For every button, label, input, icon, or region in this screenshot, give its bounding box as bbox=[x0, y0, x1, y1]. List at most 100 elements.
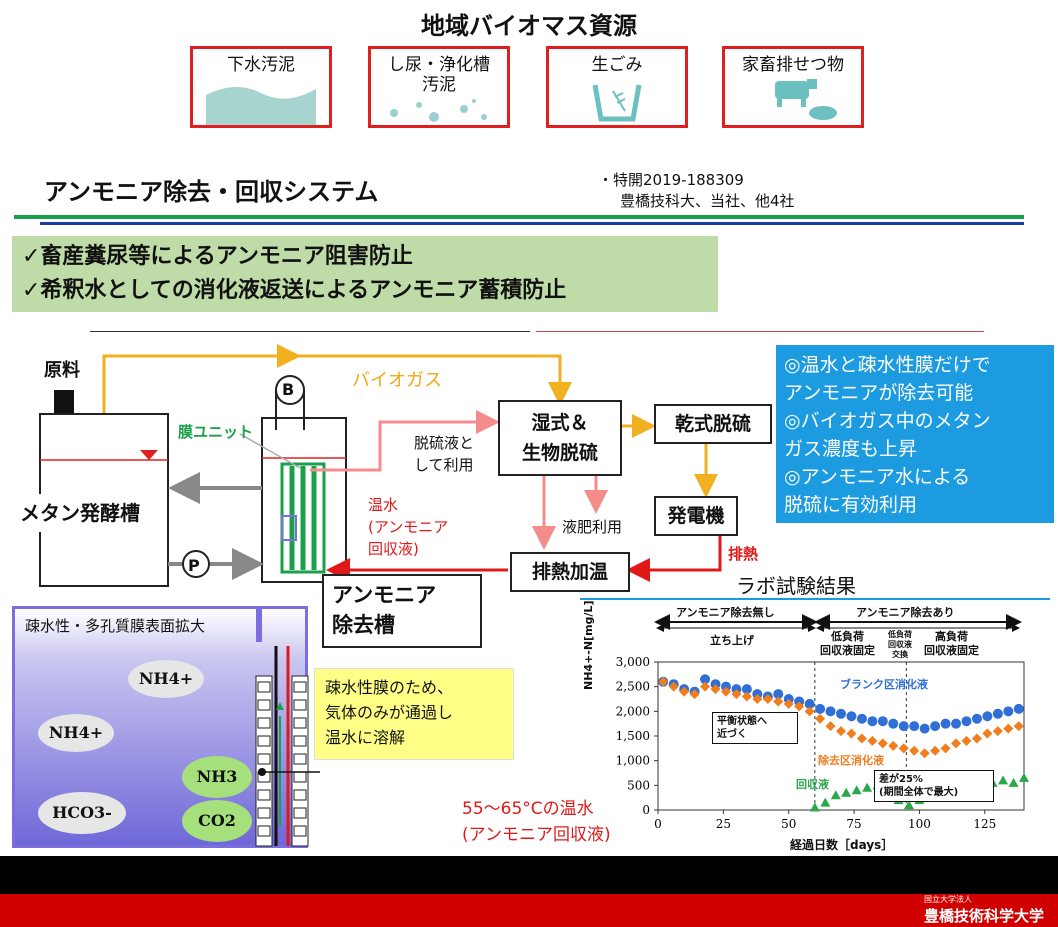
benefits-box: ✓畜産糞尿等によるアンモニア阻害防止 ✓希釈水としての消化液返送によるアンモニア… bbox=[12, 236, 718, 312]
y-tick-label: 3,000 bbox=[616, 655, 650, 669]
x-tick-label: 100 bbox=[908, 817, 931, 831]
legend-blank: ブランク区消化液 bbox=[840, 678, 928, 691]
membrane-unit-label: 膜ユニット bbox=[178, 423, 254, 441]
fertilizer-label: 液肥利用 bbox=[562, 518, 623, 536]
data-point bbox=[836, 726, 846, 737]
source-label: し尿・浄化槽 汚泥 bbox=[388, 55, 490, 95]
gas-bubble: CO2 bbox=[182, 800, 252, 842]
data-point bbox=[1013, 703, 1024, 714]
data-point bbox=[710, 684, 721, 695]
phase-high-load: 高負荷 回収液固定 bbox=[924, 630, 979, 657]
data-point bbox=[804, 698, 815, 709]
data-point bbox=[752, 694, 763, 704]
data-point bbox=[998, 775, 1009, 785]
data-point bbox=[809, 802, 820, 812]
data-point bbox=[877, 716, 888, 727]
sludge-icon bbox=[206, 86, 316, 125]
x-tick-label: 75 bbox=[846, 817, 861, 831]
annotation-difference: 差が25% (期間全体で最大) bbox=[874, 770, 994, 802]
lab-title: ラボ試験結果 bbox=[736, 574, 856, 598]
y-tick-label: 0 bbox=[642, 803, 650, 817]
legend-removal: 除去区消化液 bbox=[818, 754, 884, 767]
data-point bbox=[679, 686, 690, 697]
data-point bbox=[971, 713, 982, 724]
source-night-soil: し尿・浄化槽 汚泥 bbox=[368, 46, 510, 128]
data-point bbox=[841, 787, 852, 797]
zoom-connector bbox=[256, 606, 262, 642]
water-level-icon bbox=[140, 450, 158, 460]
dry-desulfurization-box: 乾式脱硫 bbox=[654, 404, 772, 444]
system-title: アンモニア除去・回収システム bbox=[44, 178, 379, 206]
data-point bbox=[971, 733, 982, 744]
university-small: 国立大学法人 bbox=[923, 895, 972, 904]
data-point bbox=[658, 676, 669, 687]
data-point bbox=[773, 696, 784, 707]
data-point bbox=[940, 743, 951, 754]
divider bbox=[536, 331, 984, 332]
data-point bbox=[851, 785, 862, 795]
data-point bbox=[961, 735, 972, 746]
data-point bbox=[1008, 777, 1019, 787]
data-point bbox=[836, 708, 846, 719]
patent-info: ・特開2019-188309 豊橋技科大、当社、他4社 bbox=[598, 170, 795, 212]
patent-holders: 豊橋技科大、当社、他4社 bbox=[620, 192, 795, 210]
source-label: 下水汚泥 bbox=[227, 55, 295, 75]
process-flow-diagram bbox=[39, 344, 722, 587]
annotation-equilibrium: 平衡状態へ 近づく bbox=[712, 712, 798, 744]
data-point bbox=[825, 706, 836, 717]
y-tick-label: 1,500 bbox=[616, 729, 650, 743]
x-tick-label: 125 bbox=[973, 817, 996, 831]
ion-bubble: NH4+ bbox=[128, 660, 204, 698]
data-point bbox=[1003, 723, 1014, 734]
divider bbox=[580, 598, 1050, 600]
data-point bbox=[982, 728, 993, 739]
data-point bbox=[1003, 706, 1014, 717]
divider bbox=[14, 215, 1024, 219]
data-point bbox=[773, 689, 784, 700]
data-point bbox=[919, 748, 930, 759]
data-point bbox=[951, 718, 962, 729]
data-point bbox=[992, 708, 1003, 719]
feed-label: 原料 bbox=[44, 360, 80, 381]
university-name: 豊橋技術科学大学 bbox=[923, 907, 1044, 925]
data-point bbox=[794, 701, 805, 712]
desulf-use-label: 脱硫液と して利用 bbox=[414, 434, 475, 474]
data-point bbox=[689, 689, 700, 700]
data-point bbox=[741, 691, 752, 702]
data-point bbox=[700, 681, 711, 692]
data-point bbox=[930, 745, 941, 756]
data-point bbox=[762, 694, 773, 704]
data-point bbox=[903, 800, 914, 810]
methane-tank-label: メタン発酵槽 bbox=[6, 494, 164, 532]
data-point bbox=[867, 735, 878, 746]
generator-box: 発電機 bbox=[654, 496, 738, 536]
data-point bbox=[982, 711, 993, 722]
phase-low-load: 低負荷 回収液固定 bbox=[820, 630, 875, 657]
benefit-item: ✓畜産糞尿等によるアンモニア阻害防止 bbox=[22, 244, 413, 269]
y-tick-label: 500 bbox=[627, 778, 650, 792]
biogas-label: バイオガス bbox=[352, 370, 442, 391]
data-point bbox=[741, 684, 752, 695]
legend-recovery: 回収液 bbox=[796, 778, 829, 791]
divider bbox=[40, 222, 1024, 225]
footer-bar bbox=[0, 894, 1058, 927]
wet-desulfurization-box: 湿式＆ 生物脱硫 bbox=[498, 400, 622, 476]
data-point bbox=[862, 782, 873, 792]
x-tick-label: 0 bbox=[654, 817, 662, 831]
y-tick-label: 1,000 bbox=[616, 754, 650, 768]
hot-water-label: 55〜65°Cの温水 (アンモニア回収液) bbox=[462, 799, 611, 845]
data-point bbox=[700, 674, 711, 685]
x-tick-label: 50 bbox=[781, 817, 796, 831]
membrane-tubes bbox=[255, 646, 320, 847]
university-logo: 国立大学法人 豊橋技術科学大学 bbox=[924, 894, 1044, 926]
data-point bbox=[919, 723, 930, 734]
data-point bbox=[951, 738, 962, 749]
ion-bubble: NH4+ bbox=[38, 714, 114, 752]
ammonia-tank-label: アンモニア 除去槽 bbox=[322, 574, 482, 648]
data-point bbox=[940, 718, 951, 729]
blower-letter: B bbox=[282, 380, 295, 399]
data-point bbox=[804, 706, 815, 717]
phase-low-load-swap: 低負荷 回収液 交換 bbox=[888, 630, 912, 659]
